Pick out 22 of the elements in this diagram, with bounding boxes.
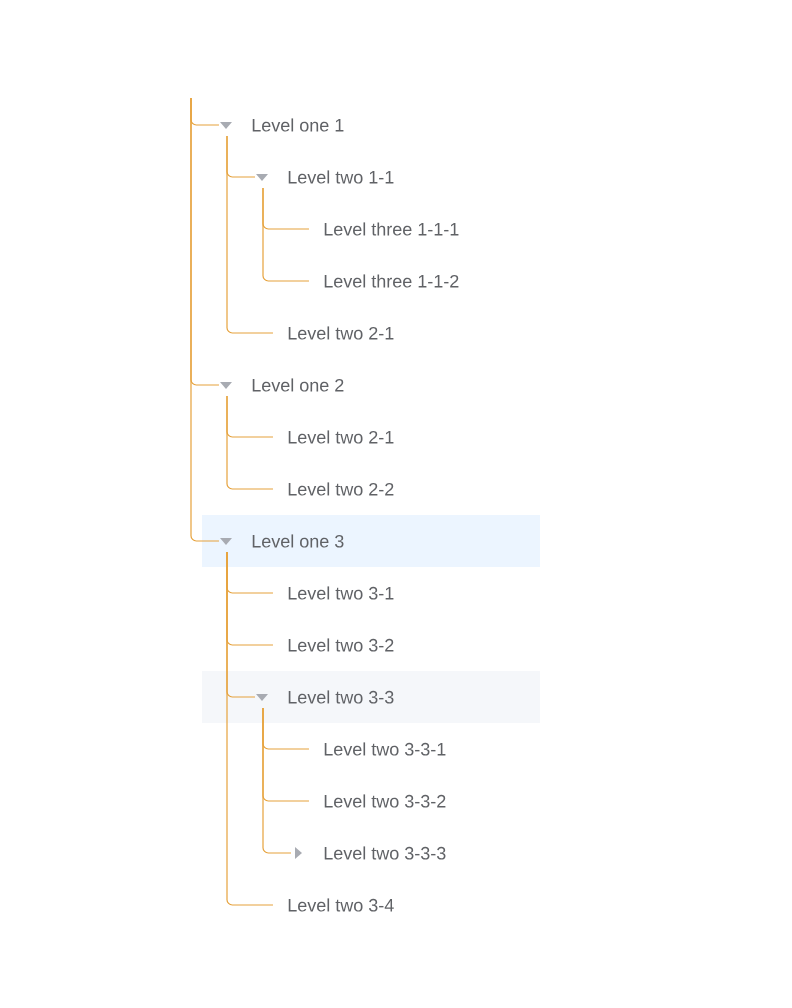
tree-item: Level two 2-1 <box>288 326 394 340</box>
connector-line <box>262 707 292 854</box>
tree-item: Level two 3-3-1 <box>324 742 446 756</box>
connector-line <box>190 97 220 542</box>
tree-item: Level two 1-1 <box>288 170 394 184</box>
tree-item: Level two 2-1 <box>288 430 394 444</box>
connector-line <box>226 395 274 490</box>
tree-item: Level two 2-2 <box>288 482 394 496</box>
tree-item: Level three 1-1-1 <box>324 222 459 236</box>
tree-item: Level one 2 <box>252 378 344 392</box>
tree-item: Level two 3-3-2 <box>324 794 446 808</box>
connector-line <box>262 187 310 282</box>
tree-item: Level three 1-1-2 <box>324 274 459 288</box>
tree-item: Level one 3 <box>252 534 344 548</box>
tree-item: Level one 1 <box>252 118 344 132</box>
tree-item: Level two 3-1 <box>288 586 394 600</box>
tree-item: Level two 3-3 <box>288 690 394 704</box>
tree-item: Level two 3-3-3 <box>324 846 446 860</box>
tree-item: Level two 3-2 <box>288 638 394 652</box>
tree-item: Level two 3-4 <box>288 898 394 912</box>
connector-line <box>226 135 274 334</box>
connector-line <box>226 551 274 906</box>
